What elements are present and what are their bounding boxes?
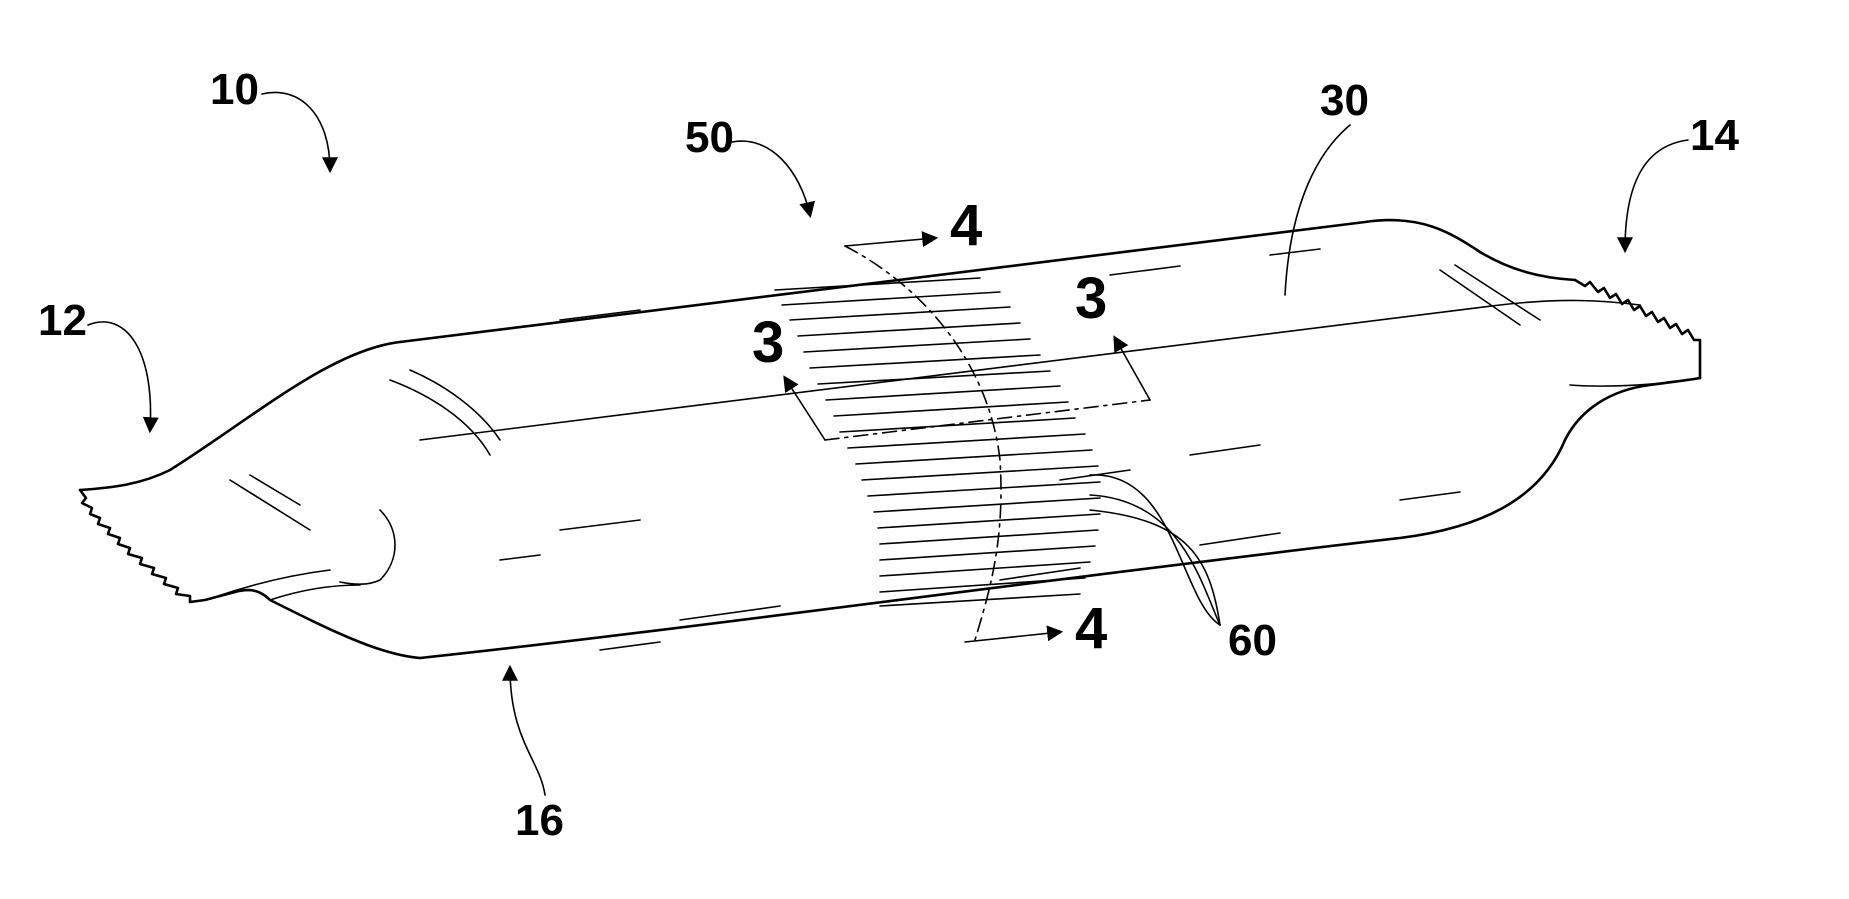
left-crimp-serration [80, 490, 235, 602]
label-10: 10 [210, 65, 259, 114]
surface-highlights [230, 249, 1540, 650]
label-50: 50 [685, 113, 734, 162]
section-label-3-left: 3 [752, 310, 784, 375]
label-16: 16 [515, 796, 564, 845]
right-crimp-serration [1575, 280, 1700, 378]
label-60: 60 [1228, 616, 1277, 665]
section-label-4-bottom: 4 [1075, 596, 1107, 661]
label-14: 14 [1690, 111, 1739, 160]
section-label-4-top: 4 [950, 193, 982, 258]
package-outline [80, 220, 1700, 658]
label-30: 30 [1320, 76, 1369, 125]
label-12: 12 [38, 296, 87, 345]
leader-lines [88, 92, 1688, 795]
band-lines [775, 278, 1100, 606]
section-label-3-right: 3 [1075, 266, 1107, 331]
reference-labels: 10 12 14 16 30 50 60 3 3 4 4 [38, 65, 1739, 845]
